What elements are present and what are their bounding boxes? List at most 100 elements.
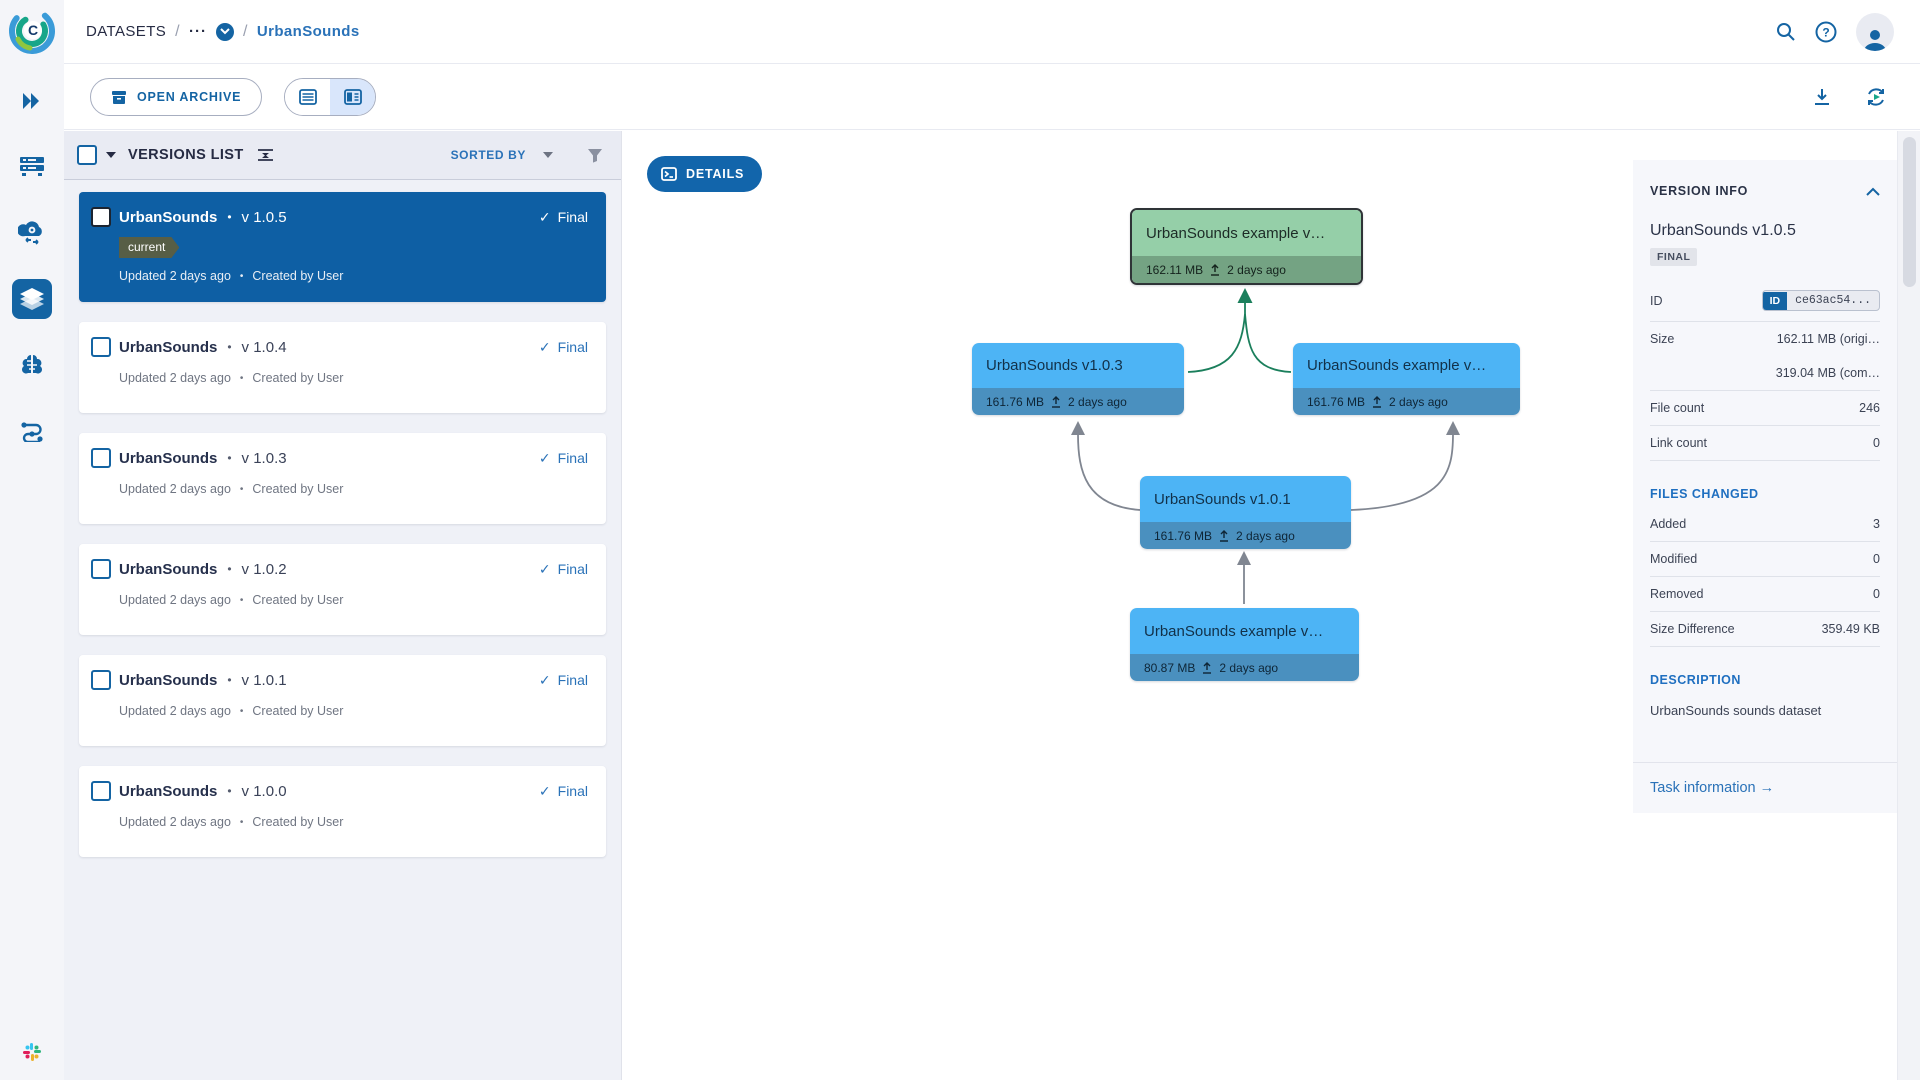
version-checkbox[interactable] [91, 559, 111, 579]
node-size: 162.11 MB [1146, 262, 1204, 277]
select-all-checkbox[interactable] [77, 145, 97, 165]
version-checkbox[interactable] [91, 337, 111, 357]
archive-icon [111, 89, 127, 105]
slack-icon[interactable] [22, 1042, 42, 1062]
breadcrumb-ellipsis[interactable]: ··· [189, 23, 208, 40]
info-row: Link count 0 [1650, 426, 1880, 461]
version-checkbox[interactable] [91, 448, 111, 468]
datasets-icon[interactable] [12, 279, 52, 319]
node-footer: 161.76 MB 2 days ago [972, 388, 1184, 415]
breadcrumb-root[interactable]: DATASETS [86, 23, 167, 40]
final-status: ✓ Final [538, 782, 588, 800]
table-view-toggle[interactable] [285, 78, 331, 115]
node-footer: 161.76 MB 2 days ago [1293, 388, 1520, 415]
node-time: 2 days ago [1068, 394, 1127, 409]
versions-list-title: VERSIONS LIST [128, 147, 244, 163]
breadcrumb-expand-icon[interactable] [216, 22, 235, 41]
node-size: 161.76 MB [1154, 528, 1213, 543]
node-time: 2 days ago [1389, 394, 1448, 409]
check-icon: ✓ [538, 782, 551, 799]
models-icon[interactable] [12, 345, 52, 385]
data-processing-icon[interactable] [12, 213, 52, 253]
collapse-panel-icon[interactable] [1866, 187, 1880, 196]
sorted-by-label: SORTED BY [450, 148, 526, 162]
auto-refresh-icon[interactable] [1856, 77, 1896, 117]
current-tag: current [119, 237, 179, 258]
version-name: UrbanSounds [119, 338, 218, 356]
check-icon: ✓ [538, 671, 551, 688]
breadcrumb: DATASETS / ··· / UrbanSounds [86, 22, 360, 41]
node-size: 161.76 MB [1307, 394, 1366, 409]
select-all-caret-icon[interactable] [106, 152, 116, 158]
size-label: Size [1650, 332, 1675, 346]
check-icon: ✓ [538, 208, 551, 225]
split-view-toggle[interactable] [330, 78, 376, 115]
task-information-link[interactable]: Task information → [1633, 762, 1897, 813]
svg-text:C: C [28, 22, 38, 38]
vertical-scrollbar[interactable] [1897, 131, 1920, 1080]
download-icon[interactable] [1802, 77, 1842, 117]
size-row: Size 162.11 MB (origi… [1650, 322, 1880, 356]
node-title: UrbanSounds example v… [1293, 343, 1520, 388]
version-number: v 1.0.4 [241, 338, 287, 356]
version-checkbox[interactable] [91, 670, 111, 690]
version-card[interactable]: UrbanSounds • v 1.0.3 ✓ Final Updated 2 … [79, 433, 606, 524]
node-title: UrbanSounds example v… [1132, 210, 1361, 256]
help-icon[interactable]: ? [1806, 12, 1846, 52]
svg-text:?: ? [1822, 25, 1829, 39]
version-name: UrbanSounds [119, 449, 218, 467]
graph-node[interactable]: UrbanSounds v1.0.3 161.76 MB 2 days ago [972, 343, 1184, 415]
version-meta: Updated 2 days ago • Created by User [119, 593, 344, 607]
node-size: 161.76 MB [986, 394, 1045, 409]
status-badge: FINAL [1650, 248, 1698, 266]
pipelines-icon[interactable] [12, 411, 52, 451]
expand-sidebar-icon[interactable] [12, 81, 52, 121]
upload-icon [1218, 529, 1230, 542]
final-status: ✓ Final [538, 208, 588, 226]
graph-node[interactable]: UrbanSounds v1.0.1 161.76 MB 2 days ago [1140, 476, 1351, 549]
open-archive-label: OPEN ARCHIVE [137, 89, 242, 104]
user-avatar[interactable] [1856, 12, 1894, 51]
version-card[interactable]: UrbanSounds • v 1.0.4 ✓ Final Updated 2 … [79, 322, 606, 413]
version-card[interactable]: UrbanSounds • v 1.0.5 ✓ Final current Up… [79, 192, 606, 302]
id-value: ce63ac54... [1795, 294, 1871, 307]
files-changed-title: FILES CHANGED [1650, 487, 1759, 501]
version-meta: Updated 2 days ago • Created by User [119, 482, 344, 496]
node-title: UrbanSounds example v… [1130, 608, 1359, 654]
version-meta: Updated 2 days ago • Created by User [119, 269, 344, 283]
version-card[interactable]: UrbanSounds • v 1.0.2 ✓ Final Updated 2 … [79, 544, 606, 635]
clearml-logo-icon[interactable]: C [8, 7, 56, 55]
version-card[interactable]: UrbanSounds • v 1.0.0 ✓ Final Updated 2 … [79, 766, 606, 857]
details-button[interactable]: DETAILS [647, 156, 763, 192]
size-compressed: 319.04 MB (com… [1775, 366, 1880, 380]
search-icon[interactable] [1766, 12, 1806, 52]
node-footer: 80.87 MB 2 days ago [1130, 654, 1359, 681]
id-chip[interactable]: ID ce63ac54... [1761, 290, 1880, 311]
version-info-panel: VERSION INFO UrbanSounds v1.0.5 FINAL ID… [1633, 160, 1897, 813]
graph-node[interactable]: UrbanSounds example v… 80.87 MB 2 days a… [1130, 608, 1359, 681]
open-archive-button[interactable]: OPEN ARCHIVE [90, 77, 263, 116]
version-name: UrbanSounds [119, 782, 218, 800]
node-time: 2 days ago [1227, 262, 1286, 277]
collapse-all-icon[interactable] [257, 147, 274, 163]
node-footer: 161.76 MB 2 days ago [1140, 522, 1351, 549]
files-changed-row: Removed 0 [1650, 577, 1880, 612]
top-bar: DATASETS / ··· / UrbanSounds ? [64, 0, 1920, 64]
version-meta: Updated 2 days ago • Created by User [119, 704, 344, 718]
info-row: File count 246 [1650, 391, 1880, 426]
version-number: v 1.0.1 [241, 671, 287, 689]
sidebar-rail: C [0, 0, 64, 1080]
check-icon: ✓ [538, 449, 551, 466]
node-footer: 162.11 MB 2 days ago [1132, 256, 1361, 283]
filter-icon[interactable] [587, 148, 603, 163]
breadcrumb-current[interactable]: UrbanSounds [256, 23, 360, 40]
version-checkbox[interactable] [91, 207, 111, 227]
version-checkbox[interactable] [91, 781, 111, 801]
version-card[interactable]: UrbanSounds • v 1.0.1 ✓ Final Updated 2 … [79, 655, 606, 746]
graph-node[interactable]: UrbanSounds example v… 162.11 MB 2 days … [1130, 208, 1363, 285]
upload-icon [1201, 661, 1213, 674]
description-text: UrbanSounds sounds dataset [1650, 703, 1822, 718]
graph-node[interactable]: UrbanSounds example v… 161.76 MB 2 days … [1293, 343, 1520, 415]
sorted-by-dropdown[interactable]: SORTED BY [451, 148, 553, 162]
projects-icon[interactable] [12, 147, 52, 187]
